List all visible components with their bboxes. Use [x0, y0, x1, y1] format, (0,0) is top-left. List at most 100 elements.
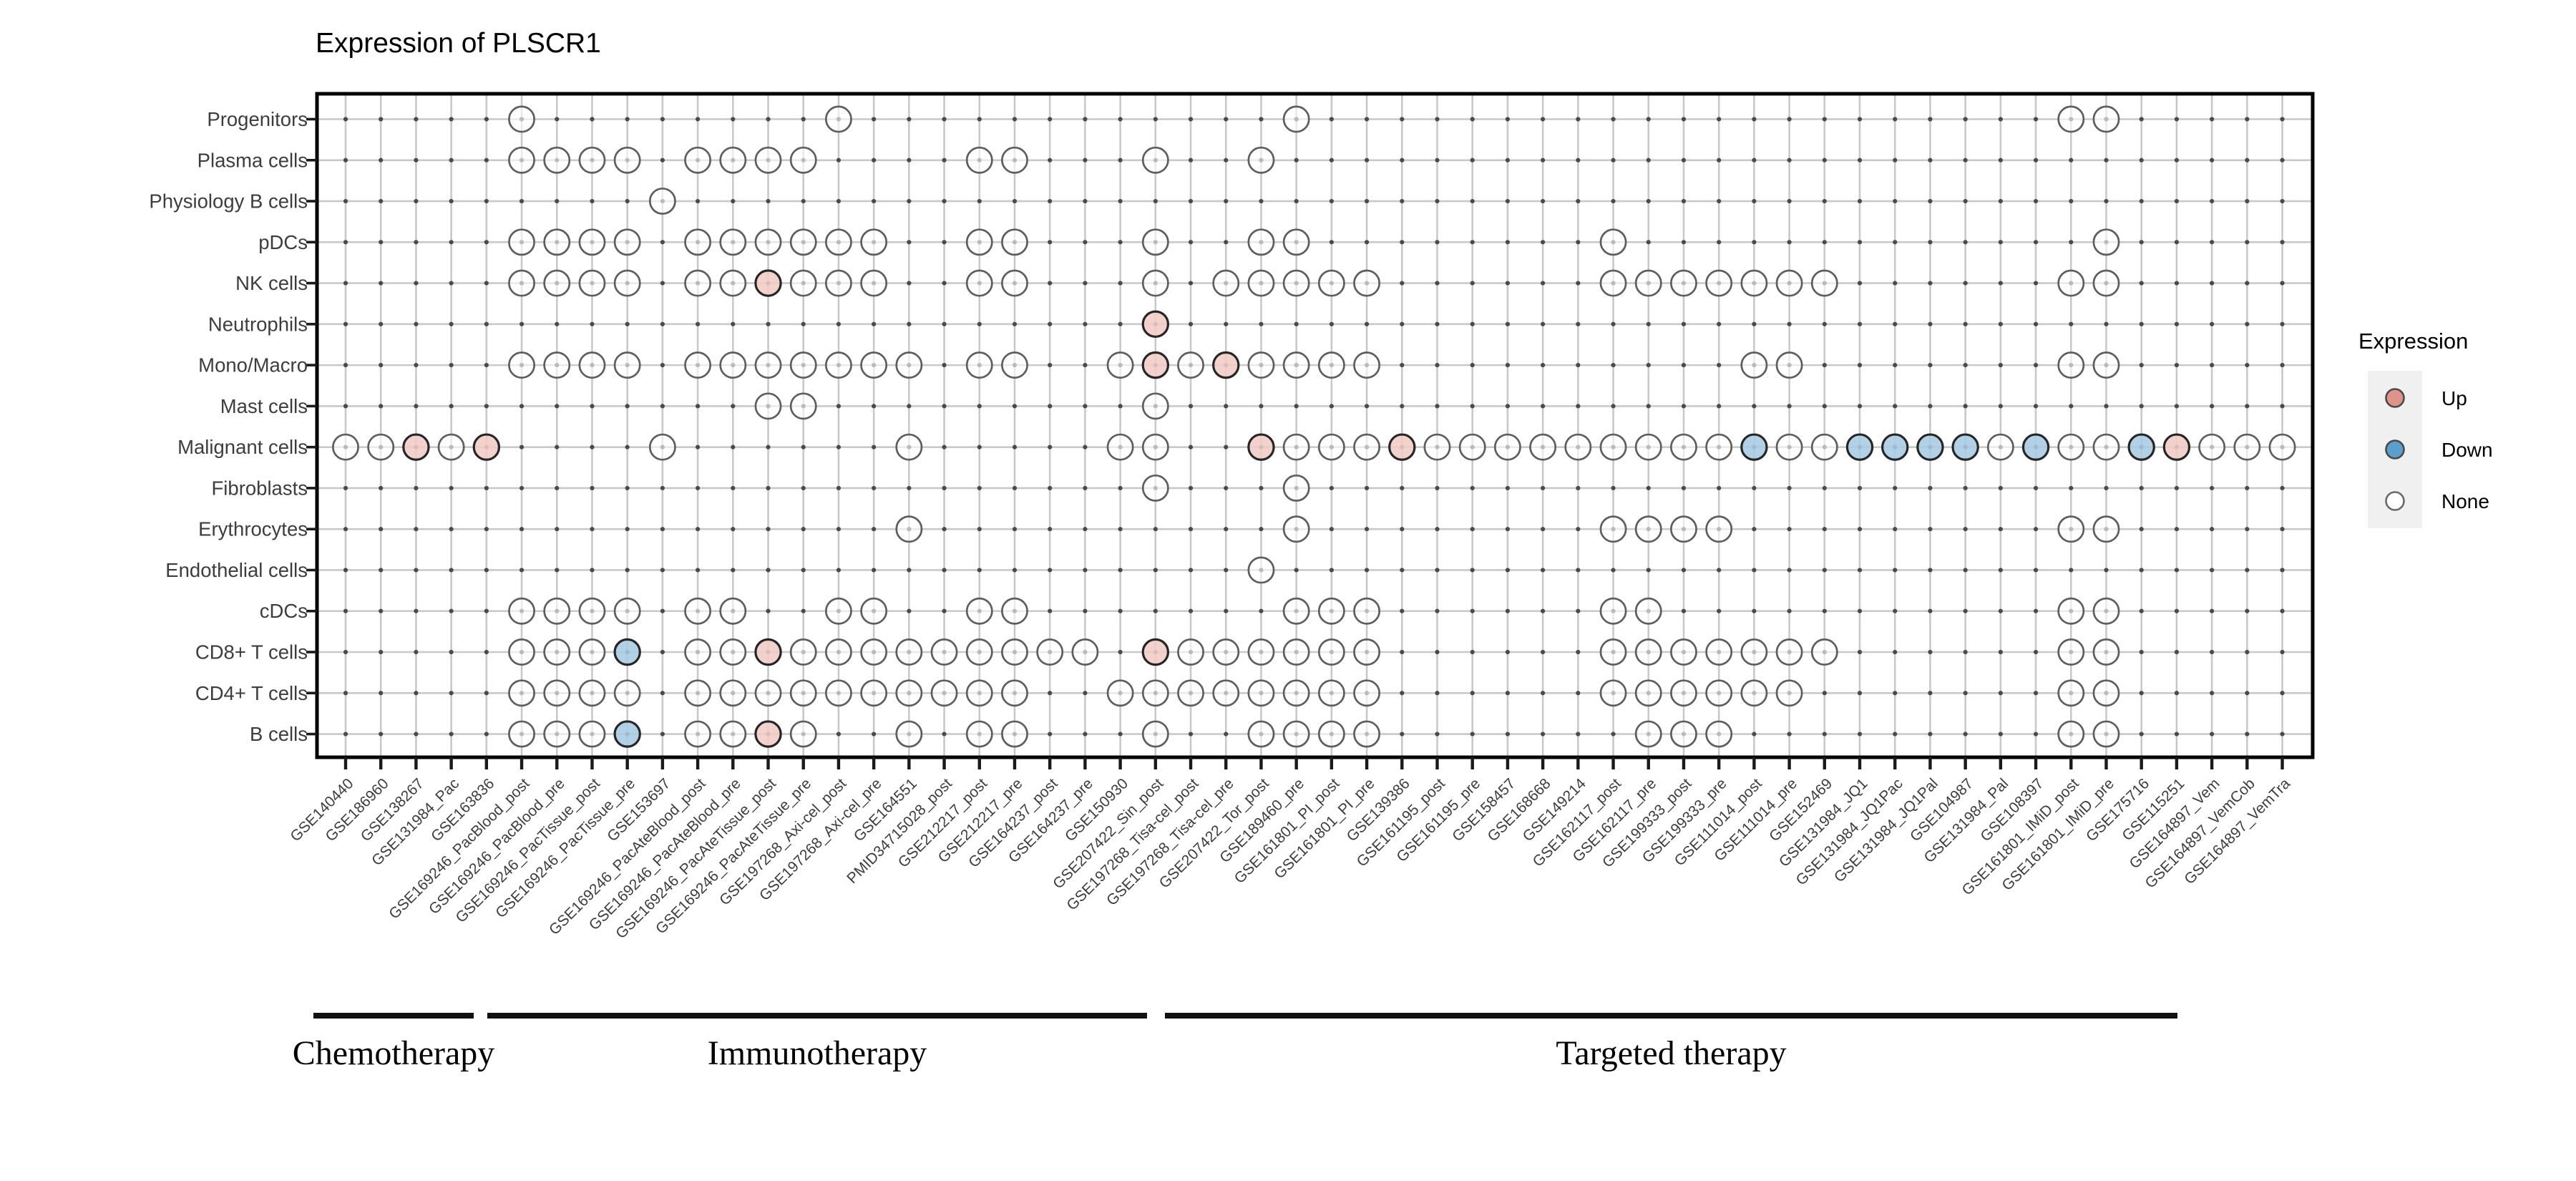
grid-vertex-dot: [449, 649, 454, 655]
grid-vertex-dot: [1717, 240, 1722, 245]
dot-none: [2057, 515, 2085, 543]
grid-vertex-dot: [2245, 157, 2250, 162]
grid-vertex-dot: [731, 198, 736, 204]
grid-vertex-dot: [343, 691, 348, 696]
grid-vertex-dot: [449, 117, 454, 122]
grid-vertex-dot: [1857, 321, 1863, 326]
grid-vertex-dot: [1505, 485, 1511, 491]
dot-none: [1670, 433, 1697, 461]
grid-vertex-dot: [1259, 404, 1264, 409]
grid-vertex-dot: [1083, 157, 1088, 162]
grid-vertex-dot: [2104, 198, 2109, 204]
grid-vertex-dot: [2139, 404, 2144, 409]
grid-vertex-dot: [343, 240, 348, 245]
grid-vertex-dot: [1998, 568, 2003, 573]
dot-none: [754, 228, 782, 256]
grid-vertex-dot: [379, 568, 384, 573]
y-axis-label: Fibroblasts: [212, 477, 308, 499]
dot-none: [1634, 638, 1662, 666]
dot-none: [1353, 433, 1381, 461]
dot-none: [2268, 433, 2296, 461]
grid-vertex-dot: [1435, 732, 1440, 737]
grid-vertex-dot: [2139, 732, 2144, 737]
grid-vertex-dot: [414, 485, 419, 491]
grid-vertex-dot: [1857, 117, 1863, 122]
grid-vertex-dot: [942, 404, 947, 409]
grid-vertex-dot: [977, 568, 982, 573]
dot-none: [543, 269, 571, 297]
grid-vertex-dot: [1576, 321, 1581, 326]
dot-none: [895, 720, 923, 748]
grid-vertex-dot: [1893, 732, 1898, 737]
grid-vertex-dot: [1505, 240, 1511, 245]
grid-vertex-dot: [1928, 363, 1933, 368]
grid-vertex-dot: [872, 117, 877, 122]
grid-vertex-dot: [2033, 321, 2039, 326]
grid-vertex-dot: [696, 404, 701, 409]
dot-none: [860, 351, 888, 379]
grid-vertex-dot: [1188, 321, 1194, 326]
grid-vertex-dot: [1294, 157, 1299, 162]
dot-none: [1705, 638, 1733, 666]
grid-vertex-dot: [2245, 117, 2250, 122]
grid-vertex-dot: [1048, 444, 1053, 449]
grid-vertex-dot: [1012, 527, 1018, 532]
dot-none: [543, 597, 571, 625]
grid-vertex-dot: [1541, 608, 1546, 613]
grid-vertex-dot: [801, 117, 806, 122]
dot-none: [684, 597, 712, 625]
grid-vertex-dot: [1470, 732, 1475, 737]
grid-vertex-dot: [1118, 321, 1123, 326]
grid-vertex-dot: [1435, 198, 1440, 204]
dot-none: [1036, 638, 1064, 666]
dot-none: [1529, 433, 1557, 461]
dot-none: [1670, 515, 1697, 543]
grid-vertex-dot: [2104, 568, 2109, 573]
grid-vertex-dot: [1048, 485, 1053, 491]
grid-vertex-dot: [2210, 281, 2215, 286]
grid-vertex-dot: [625, 527, 630, 532]
grid-vertex-dot: [2280, 198, 2285, 204]
grid-vertex-dot: [1576, 240, 1581, 245]
grid-vertex-dot: [1857, 568, 1863, 573]
dot-none: [1775, 433, 1803, 461]
dot-none: [578, 269, 606, 297]
grid-vertex-dot: [2210, 363, 2215, 368]
grid-vertex-dot: [1118, 404, 1123, 409]
grid-vertex-dot: [2104, 321, 2109, 326]
grid-vertex-dot: [343, 404, 348, 409]
dot-none: [754, 146, 782, 174]
grid-vertex-dot: [2033, 568, 2039, 573]
grid-vertex-dot: [1646, 198, 1651, 204]
grid-vertex-dot: [1012, 568, 1018, 573]
grid-vertex-dot: [1928, 281, 1933, 286]
grid-vertex-dot: [766, 568, 771, 573]
grid-vertex-dot: [660, 363, 665, 368]
grid-vertex-dot: [1998, 608, 2003, 613]
grid-vertex-dot: [1611, 117, 1616, 122]
dot-none: [789, 351, 817, 379]
dot-none: [1212, 679, 1240, 707]
grid-vertex-dot: [660, 240, 665, 245]
grid-vertex-dot: [2174, 732, 2180, 737]
grid-vertex-dot: [1893, 321, 1898, 326]
dot-none: [1634, 679, 1662, 707]
grid-vertex-dot: [1329, 198, 1334, 204]
dot-none: [1001, 146, 1028, 174]
dot-none: [1810, 269, 1838, 297]
grid-vertex-dot: [2280, 691, 2285, 696]
dot-down: [2127, 433, 2155, 461]
grid-vertex-dot: [731, 485, 736, 491]
grid-vertex-dot: [2245, 240, 2250, 245]
grid-vertex-dot: [731, 404, 736, 409]
grid-vertex-dot: [2280, 485, 2285, 491]
grid-vertex-dot: [2033, 404, 2039, 409]
grid-vertex-dot: [1681, 363, 1687, 368]
dot-none: [578, 679, 606, 707]
grid-vertex-dot: [1505, 691, 1511, 696]
grid-vertex-dot: [1541, 198, 1546, 204]
grid-vertex-dot: [1857, 404, 1863, 409]
grid-vertex-dot: [1048, 568, 1053, 573]
dot-none: [789, 392, 817, 420]
dot-none: [1634, 720, 1662, 748]
